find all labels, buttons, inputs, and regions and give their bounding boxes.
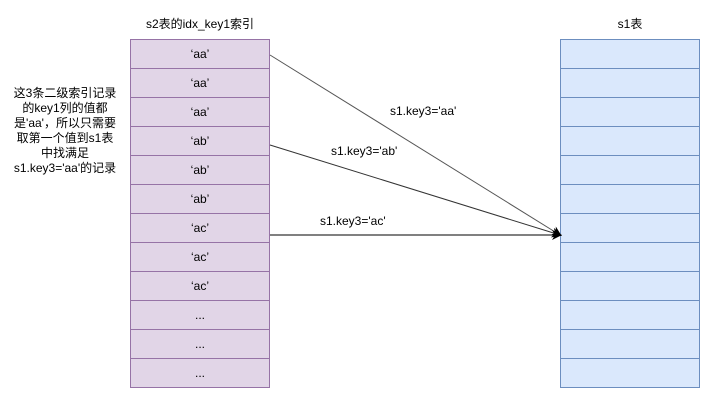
note-line: 中找满足 <box>40 146 89 160</box>
index-title: s2表的idx_key1索引 <box>145 17 255 31</box>
index-record: ‘ab’ <box>130 155 270 185</box>
arrow-label: s1.key3='aa' <box>390 104 457 118</box>
arrow-label: s1.key3='ab' <box>331 144 398 158</box>
note-line: 这3条二级索引记录 <box>13 86 117 100</box>
s1-record <box>560 39 700 69</box>
index-record: ‘aa’ <box>130 68 270 98</box>
s1-record <box>560 358 700 388</box>
index-record: ‘ac’ <box>130 271 270 301</box>
index-record: ... <box>130 329 270 359</box>
index-record: ‘ab’ <box>130 184 270 214</box>
index-record: ‘ac’ <box>130 213 270 243</box>
arrow-label: s1.key3='ac' <box>320 214 386 228</box>
lookup-arrow <box>269 144 562 238</box>
s2-index-table: ‘aa’‘aa’‘aa’‘ab’‘ab’‘ab’‘ac’‘ac’‘ac’....… <box>130 39 270 388</box>
s1-table-title: s1表 <box>617 17 643 31</box>
s1-record <box>560 213 700 243</box>
s1-record <box>560 184 700 214</box>
index-record: ‘aa’ <box>130 97 270 127</box>
note-line: 取第一个值到s1表 <box>16 131 114 145</box>
s1-record <box>560 300 700 330</box>
lookup-arrow <box>269 54 562 237</box>
s1-record <box>560 155 700 185</box>
s1-record <box>560 271 700 301</box>
note-line: 是'aa'，所以只需要 <box>14 116 116 130</box>
note-line: s1.key3='aa'的记录 <box>13 161 117 175</box>
s1-record <box>560 68 700 98</box>
note-line: 的key1列的值都 <box>22 101 108 115</box>
index-record: ... <box>130 358 270 388</box>
explanation-note: 这3条二级索引记录的key1列的值都是'aa'，所以只需要取第一个值到s1表中找… <box>5 86 125 176</box>
index-record: ‘aa’ <box>130 39 270 69</box>
index-record: ‘ac’ <box>130 242 270 272</box>
s1-table <box>560 39 700 388</box>
index-record: ‘ab’ <box>130 126 270 156</box>
s1-record <box>560 242 700 272</box>
